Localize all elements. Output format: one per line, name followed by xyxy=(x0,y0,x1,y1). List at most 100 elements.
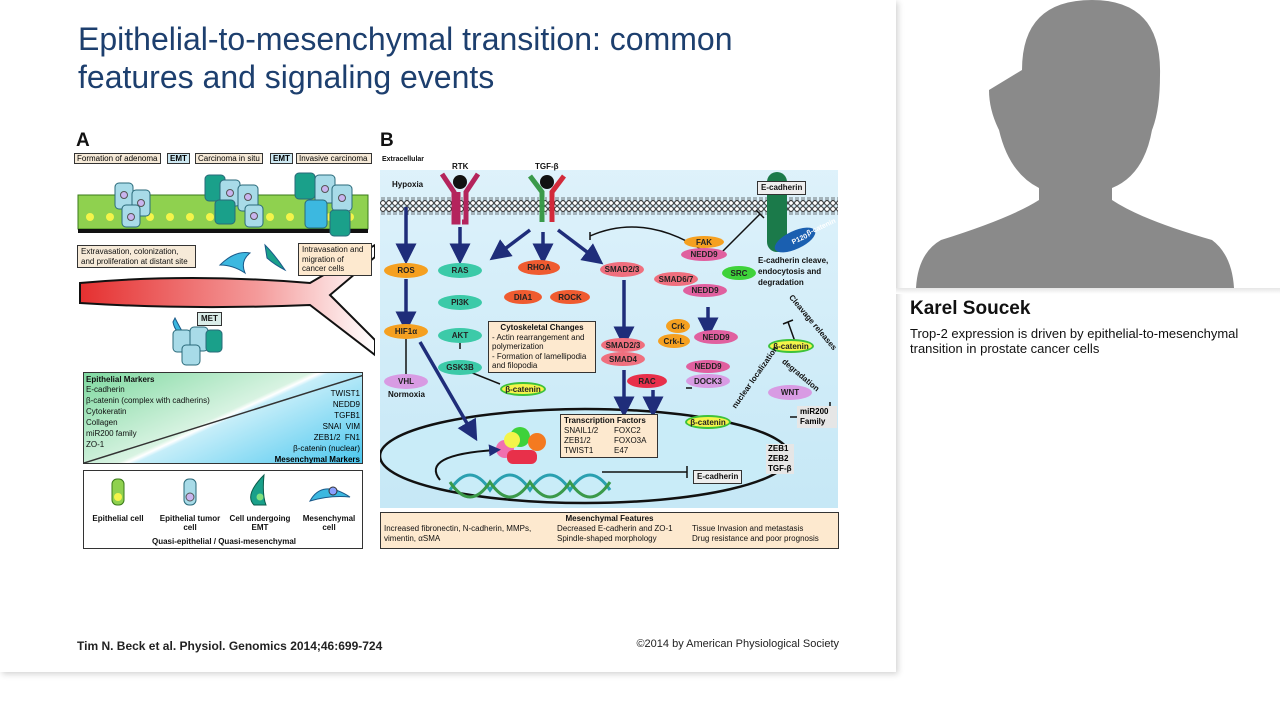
speaker-video xyxy=(910,0,1280,288)
mesenchymal-markers-title: Mesenchymal Markers xyxy=(274,455,360,464)
citation: Tim N. Beck et al. Physiol. Genomics 201… xyxy=(77,639,383,653)
node-smad23-nuclear: SMAD2/3 xyxy=(601,338,645,352)
node-smad67: SMAD6/7 xyxy=(654,272,698,286)
tumor-clusters xyxy=(114,172,353,237)
extracellular-space xyxy=(380,152,838,170)
node-nedd9-crk: NEDD9 xyxy=(694,330,738,344)
node-hif1a: HIF1α xyxy=(384,324,428,339)
rtk-label: RTK xyxy=(452,162,469,171)
feature-item: Spindle-shaped morphology xyxy=(557,534,657,543)
stage-adenoma: Formation of adenoma xyxy=(74,153,161,164)
mesenchymal-features-title: Mesenchymal Features xyxy=(565,514,654,523)
feature-item: Tissue Invasion and metastasis xyxy=(692,524,804,533)
feature-item: Increased fibronectin, N-cadherin, MMPs, xyxy=(384,524,532,533)
mesenchymal-marker: ZEB1/2 FN1 xyxy=(313,433,360,442)
node-dock3: DOCK3 xyxy=(686,374,730,388)
epithelial-marker: Cytokeratin xyxy=(86,407,127,416)
node-akt: AKT xyxy=(438,328,482,343)
node-dia1: DIA1 xyxy=(504,290,542,304)
node-nedd9-phospho: NEDD9 xyxy=(683,284,727,297)
mesenchymal-marker: NEDD9 xyxy=(332,400,360,409)
epithelial-marker: Collagen xyxy=(86,418,118,427)
tf-item: FOXO3A xyxy=(614,436,647,445)
node-rock: ROCK xyxy=(550,290,590,304)
person-silhouette-icon xyxy=(916,0,1234,288)
copyright: ©2014 by American Physiological Society xyxy=(636,638,839,650)
epithelial-cell-icon xyxy=(111,478,125,506)
node-nedd9-dock3: NEDD9 xyxy=(686,360,730,373)
markers-panel: Epithelial Markers E-cadherin β-catenin … xyxy=(83,372,363,464)
epithelial-marker: ZO-1 xyxy=(86,440,105,449)
slide-title: Epithelial-to-mesenchymal transition: co… xyxy=(78,21,733,95)
speaker-divider xyxy=(896,288,1280,294)
node-beta-catenin-cytoplasm: β-catenin xyxy=(500,382,546,396)
cytoskeletal-title: Cytoskeletal Changes xyxy=(500,323,584,332)
tf-item: TWIST1 xyxy=(564,446,594,455)
node-smad4: SMAD4 xyxy=(601,352,645,366)
legend-epithelial-tumor-cell: Epithelial tumor cell xyxy=(159,514,221,533)
legend-footer: Quasi-epithelial / Quasi-mesenchymal xyxy=(151,537,297,546)
feature-item: vimentin, αSMA xyxy=(384,534,441,543)
tf-item: E47 xyxy=(614,446,629,455)
cell-membrane xyxy=(380,197,838,215)
cytoskeletal-line: and filopodia xyxy=(492,361,538,371)
tf-item: FOXC2 xyxy=(614,426,641,435)
epithelial-markers-title: Epithelial Markers xyxy=(86,375,155,384)
dna-icon xyxy=(448,473,612,499)
legend-cell-undergoing-emt: Cell undergoing EMT xyxy=(229,514,291,533)
node-smad23: SMAD2/3 xyxy=(600,262,644,277)
node-src: SRC xyxy=(722,266,756,280)
epithelial-marker: β-catenin (complex with cadherins) xyxy=(86,396,210,405)
node-beta-catenin-nuclear: β-catenin xyxy=(685,415,731,429)
node-gsk3b: GSK3B xyxy=(438,360,482,375)
tgfb-receptor-icon xyxy=(528,174,566,222)
node-crk: Crk xyxy=(666,319,690,333)
stage-invasive-carcinoma: Invasive carcinoma xyxy=(296,153,372,164)
speaker-name: Karel Soucek xyxy=(910,298,1031,319)
node-rac: RAC xyxy=(627,374,667,388)
tgfb-label: TGF-β xyxy=(535,162,559,171)
intravasation-label: Intravasation and migration of cancer ce… xyxy=(298,243,372,276)
epithelial-marker: E-cadherin xyxy=(86,385,125,394)
hypoxia-label: Hypoxia xyxy=(392,180,424,189)
cytoskeletal-line: polymerization xyxy=(492,342,544,352)
extracellular-label: Extracellular xyxy=(382,156,425,163)
mesenchymal-features-box: Mesenchymal Features Increased fibronect… xyxy=(380,512,839,549)
stage-carcinoma-in-situ: Carcinoma in situ xyxy=(195,153,263,164)
tf-item: ZEB1/2 xyxy=(564,436,591,445)
normoxia-label: Normoxia xyxy=(388,390,425,399)
node-wnt: WNT xyxy=(768,385,812,400)
e-cadherin-membrane-label: E-cadherin xyxy=(757,181,807,195)
node-fak: FAK xyxy=(684,236,724,248)
feature-item: Drug resistance and poor prognosis xyxy=(692,534,819,543)
panel-b-label: B xyxy=(380,130,394,151)
epithelial-marker: miR200 family xyxy=(86,429,137,438)
node-ras: RAS xyxy=(438,263,482,278)
met-label: MET xyxy=(197,312,222,326)
e-cadherin-nuclear-label: E-cadherin xyxy=(693,470,743,484)
rtk-receptor-icon xyxy=(439,172,481,225)
cell-legend: Epithelial cell Epithelial tumor cell Ce… xyxy=(83,470,363,549)
node-nedd9: NEDD9 xyxy=(681,248,727,261)
cytoskeletal-line: - Formation of lamellipodia xyxy=(492,351,587,361)
tumor-progression-illustration xyxy=(77,172,375,366)
transcription-factors-title: Transcription Factors xyxy=(564,416,646,425)
talk-title: Trop-2 expression is driven by epithelia… xyxy=(910,326,1239,356)
node-pi3k: PI3K xyxy=(438,295,482,310)
stage-emt-1: EMT xyxy=(167,153,190,164)
legend-mesenchymal-cell: Mesenchymal cell xyxy=(302,514,356,533)
extravasation-label: Extravasation, colonization, and prolife… xyxy=(77,245,196,269)
emt-cell-icon xyxy=(250,473,267,506)
node-vhl: VHL xyxy=(384,374,428,389)
cytoskeletal-line: - Actin rearrangement and xyxy=(492,332,585,342)
feature-item: Decreased E-cadherin and ZO-1 xyxy=(557,524,673,533)
node-crkl: Crk-L xyxy=(658,334,690,348)
legend-epithelial-cell: Epithelial cell xyxy=(92,514,144,523)
node-rhoa: RHOA xyxy=(518,260,560,275)
node-ros: ROS xyxy=(384,263,428,278)
stage-emt-2: EMT xyxy=(270,153,293,164)
